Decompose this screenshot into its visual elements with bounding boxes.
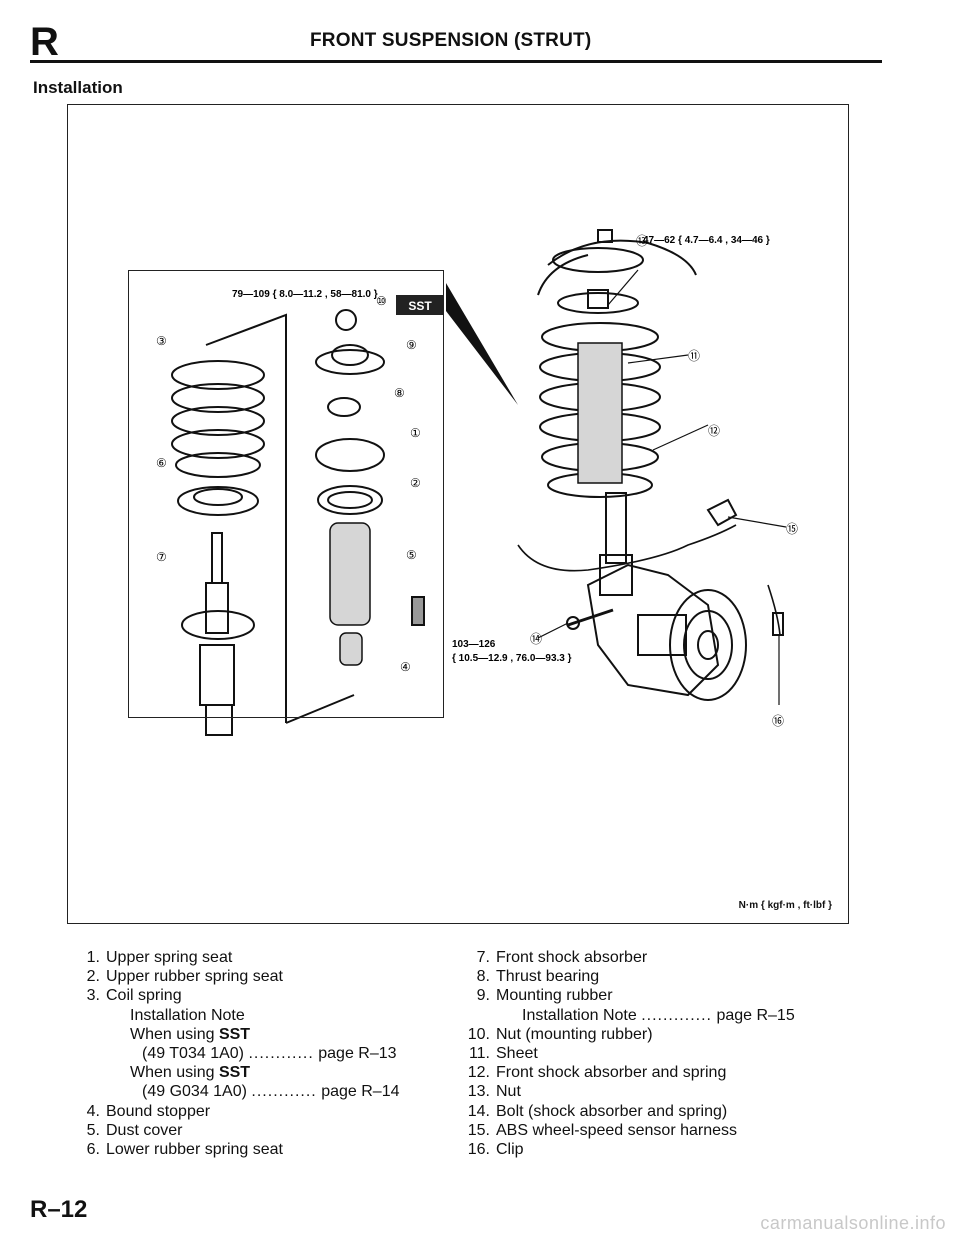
leader-lines [537,269,787,705]
watermark: carmanualsonline.info [760,1213,946,1233]
callout-14: ⑭ [530,632,542,646]
callout-4: ④ [400,660,411,674]
inset-exploded-drawing [171,309,425,736]
callout-16: ⑯ [772,714,784,728]
callout-1: ① [410,426,421,440]
legend-item: 3.Coil spring [86,987,182,1005]
exploded-view-illustration: SST 79—109 { 8.0—11.2 , 58—81.0 } 47—62 … [156,229,798,736]
callout-8: ⑧ [394,386,405,400]
legend-item: 6.Lower rubber spring seat [86,1141,283,1159]
page-title: FRONT SUSPENSION (STRUT) [310,30,592,51]
sst-badge: SST [408,299,432,313]
parts-legend-right: 7.Front shock absorber 8.Thrust bearing … [460,948,860,1159]
exploded-inset-frame [128,270,444,718]
legend-note: Installation Note [130,1006,245,1024]
legend-item: 9.Mounting rubber [476,987,613,1005]
torque-label-14-line1: 103—126 [452,639,496,650]
callout-13: ⑬ [636,234,648,248]
page-number: R–12 [30,1196,88,1223]
legend-item: 14.Bolt (shock absorber and spring) [467,1102,728,1120]
legend-item: 12.Front shock absorber and spring [467,1064,727,1082]
header-rule [30,60,882,63]
callout-10: ⑩ [376,294,387,308]
callout-15: ⑮ [786,522,798,536]
legend-item: 16.Clip [467,1141,524,1159]
legend-item: 5.Dust cover [86,1121,183,1139]
legend-note: When using SST [130,1064,251,1082]
legend-item: 4.Bound stopper [86,1102,211,1120]
callout-12: ⑫ [708,424,720,438]
callout-5: ⑤ [406,548,417,562]
legend-item: 10.Nut (mounting rubber) [467,1025,653,1043]
torque-label-13: 47—62 { 4.7—6.4 , 34—46 } [643,235,770,246]
legend-reference: (49 T034 1A0) ............ page R–13 [142,1045,397,1063]
legend-reference: (49 G034 1A0) ............ page R–14 [142,1083,400,1101]
torque-label-14-line2: { 10.5—12.9 , 76.0—93.3 } [452,653,572,664]
legend-item: 1.Upper spring seat [86,949,233,966]
torque-label-10: 79—109 { 8.0—11.2 , 58—81.0 } [232,289,378,300]
parts-legend-left: 1.Upper spring seat 2.Upper rubber sprin… [70,948,470,1159]
figure-frame: SST 79—109 { 8.0—11.2 , 58—81.0 } 47—62 … [67,104,849,924]
legend-item: 13.Nut [467,1083,521,1101]
legend-item: 7.Front shock absorber [476,949,648,966]
assembled-strut-drawing [517,229,784,701]
section-title: Installation [33,78,123,97]
callout-3: ③ [156,334,167,348]
legend-item: 2.Upper rubber spring seat [86,968,283,986]
callout-9: ⑨ [406,338,417,352]
pointer-arrow [446,283,518,405]
callout-6: ⑥ [156,456,167,470]
sst-badge-box [396,295,444,315]
legend-item: 11.Sheet [468,1045,538,1063]
section-letter: R [30,20,59,64]
callout-2: ② [410,476,421,490]
callout-7: ⑦ [156,550,167,564]
legend-note: When using SST [130,1025,251,1043]
units-label: N·m { kgf·m , ft·lbf } [738,900,832,911]
legend-reference: Installation Note ............. page R–1… [522,1006,795,1024]
legend-item: 8.Thrust bearing [476,968,600,986]
callout-11: ⑪ [688,349,700,363]
legend-item: 15.ABS wheel-speed sensor harness [467,1121,738,1139]
